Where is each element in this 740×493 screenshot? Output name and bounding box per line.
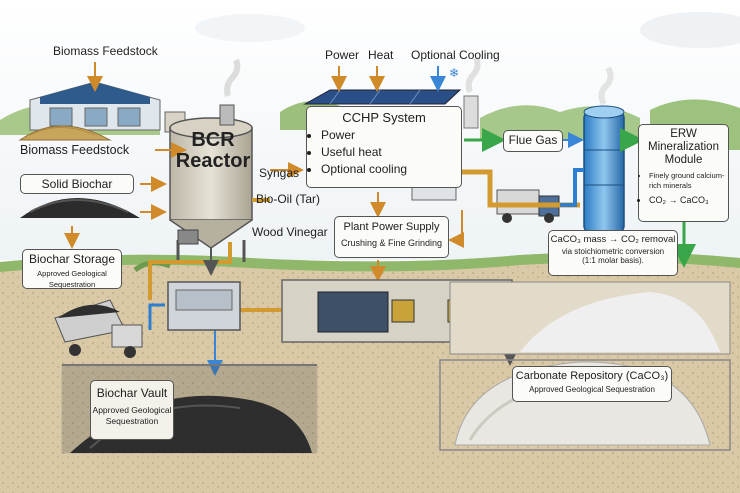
- plant-power-sub: Crushing & Fine Grinding: [340, 238, 443, 248]
- label-biomass-feedstock: Biomass Feedstock: [20, 143, 130, 157]
- carbonate-repository-box: Carbonate Repository (CaCO₃) Approved Ge…: [512, 366, 672, 402]
- erw-title-line-2: Mineralization: [648, 141, 719, 153]
- biochar-vault-sub-2: Sequestration: [105, 416, 159, 426]
- caco3-note-line-3: (1:1 molar basis).: [582, 256, 644, 265]
- caco3-note-box: CaCO₃ mass → CO₂ removal via stoichiomet…: [548, 230, 678, 276]
- plant-power-title: Plant Power Supply: [343, 221, 440, 233]
- label-syngas: Syngas: [259, 166, 300, 180]
- biochar-storage-title: Biochar Storage: [28, 252, 116, 266]
- carbonate-repository-title: Carbonate Repository (CaCO₃): [515, 370, 669, 382]
- label-power: Power: [325, 48, 360, 62]
- cchp-item: Useful heat: [321, 144, 461, 161]
- erw-module-box: ERW Mineralization Module Finely ground …: [638, 124, 729, 222]
- snowflake-icon: ❄: [449, 66, 460, 80]
- erw-note: Finely ground calcium-rich minerals: [649, 171, 728, 191]
- biochar-storage-sub: Approved Geological Sequestration: [37, 269, 107, 289]
- erw-title: ERW Mineralization Module: [639, 128, 728, 167]
- cchp-item: Optional cooling: [321, 161, 461, 178]
- cchp-system-box: CCHP System Power Useful heat Optional c…: [306, 106, 462, 188]
- bcr-line-1: BCR: [191, 129, 235, 151]
- label-wood-vinegar: Wood Vinegar: [252, 225, 328, 239]
- bcr-reactor-title: BCR Reactor: [173, 130, 253, 172]
- label-optional-cooling: Optional Cooling: [411, 48, 500, 62]
- cchp-title: CCHP System: [342, 110, 426, 125]
- solid-biochar-label: Solid Biochar: [41, 177, 113, 191]
- erw-reaction: CO₂ → CaCO₃: [649, 195, 709, 205]
- caco3-note-line-1: CaCO₃ mass → CO₂ removal: [550, 234, 676, 245]
- label-heat: Heat: [368, 48, 394, 62]
- erw-notes: Finely ground calcium-rich minerals CO₂ …: [639, 171, 728, 206]
- solid-biochar-box: Solid Biochar: [20, 174, 134, 194]
- erw-note: CO₂ → CaCO₃: [649, 194, 728, 206]
- cchp-output-list: Power Useful heat Optional cooling: [307, 127, 461, 178]
- cchp-item: Power: [321, 127, 461, 144]
- biochar-storage-box: Biochar Storage Approved Geological Sequ…: [22, 249, 122, 289]
- biochar-vault-sub-1: Approved Geological: [92, 405, 172, 415]
- biochar-vault-box: Biochar Vault Approved Geological Seques…: [90, 380, 174, 440]
- flue-gas-label: Flue Gas: [508, 133, 558, 147]
- carbonate-repository-sub: Approved Geological Sequestration: [529, 385, 655, 394]
- erw-title-line-1: ERW: [670, 128, 697, 140]
- plant-power-box: Plant Power Supply Crushing & Fine Grind…: [334, 216, 449, 258]
- caco3-note-line-2: via stoichiometric conversion: [561, 247, 665, 256]
- label-biomass-feedstock-top: Biomass Feedstock: [53, 44, 158, 58]
- biochar-vault-title: Biochar Vault: [96, 386, 168, 400]
- bcr-line-2: Reactor: [175, 150, 251, 172]
- erw-title-line-3: Module: [664, 154, 703, 166]
- flue-gas-box: Flue Gas: [503, 130, 563, 152]
- label-bio-oil: Bio-Oil (Tar): [256, 192, 321, 206]
